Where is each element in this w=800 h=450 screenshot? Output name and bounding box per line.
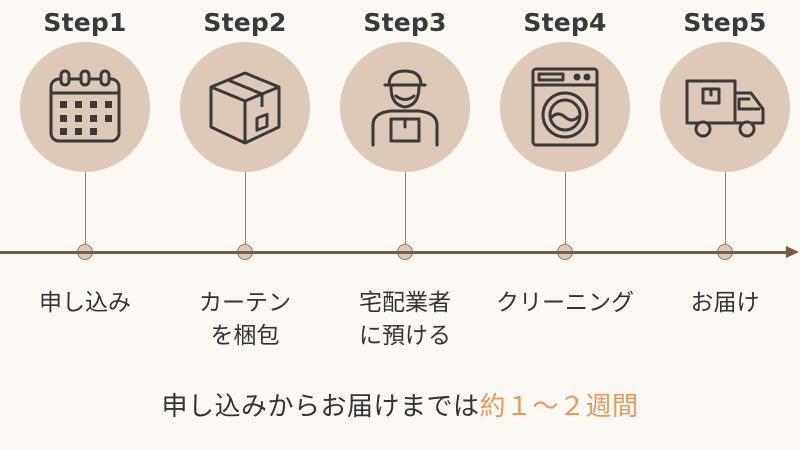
step4-connector xyxy=(565,172,566,246)
step5-label: お届け xyxy=(690,290,760,316)
step3-connector xyxy=(405,172,406,246)
step4-circle xyxy=(500,42,630,172)
step3-title: Step3 xyxy=(363,8,447,37)
step3-circle xyxy=(340,42,470,172)
duration-note-text: 申し込みからお届けまでは xyxy=(161,392,480,422)
step2-connector xyxy=(245,172,246,246)
step2-label: カーテン を梱包 xyxy=(199,290,291,349)
delivery-person-icon xyxy=(371,69,439,147)
step1-title: Step1 xyxy=(43,8,127,37)
timeline-line xyxy=(0,251,790,254)
timeline-arrow-icon xyxy=(786,246,799,258)
step5-circle xyxy=(660,42,790,172)
washing-machine-icon xyxy=(531,67,599,147)
calendar-icon xyxy=(49,69,121,143)
step2-title: Step2 xyxy=(203,8,287,37)
step2-circle xyxy=(180,42,310,172)
step5-connector xyxy=(725,172,726,246)
truck-icon xyxy=(685,79,765,138)
duration-highlight: 約１～２週間 xyxy=(479,392,639,422)
duration-note: 申し込みからお届けまでは約１～２週間 xyxy=(0,386,800,423)
step3-label: 宅配業者 に預ける xyxy=(359,290,451,349)
step1-circle xyxy=(20,42,150,172)
box-icon xyxy=(209,71,281,145)
step5-title: Step5 xyxy=(683,8,767,37)
step4-label: クリーニング xyxy=(496,290,634,316)
step4-title: Step4 xyxy=(523,8,607,37)
step1-connector xyxy=(85,172,86,246)
step1-label: 申し込み xyxy=(39,290,131,316)
